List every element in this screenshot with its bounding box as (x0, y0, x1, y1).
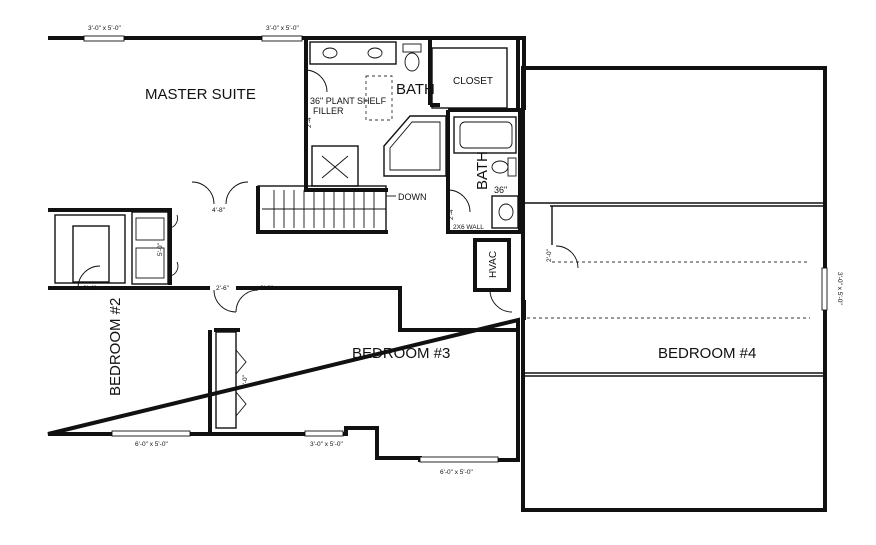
window-label: 6'-0" x 5'-0" (135, 441, 168, 448)
opening-label: 5'-0" (242, 374, 249, 388)
note-vanity-36: 36" (494, 185, 507, 195)
room-label-master-suite: MASTER SUITE (145, 86, 256, 103)
opening-label: 2'-4" (306, 114, 313, 128)
opening-label: 2'-4" (448, 206, 455, 220)
room-label-bedroom-2: BEDROOM #2 (107, 298, 124, 396)
sink-icon (498, 203, 514, 221)
note-2x6-wall: 2X6 WALL (453, 224, 484, 231)
bedroom4-block (521, 66, 827, 512)
window-label: 3'-0" x 5'-0" (88, 25, 121, 32)
opening-label: 4'-8" (212, 207, 226, 214)
room-label-closet: CLOSET (453, 76, 493, 87)
toilet-icon (491, 160, 509, 174)
windows (83, 35, 828, 463)
bathtub-icon (453, 116, 517, 154)
sink-icon (322, 47, 338, 59)
shower-icon (311, 145, 359, 187)
window-label: 3'-0" x 5'-0" (310, 441, 343, 448)
room-label-bedroom-3: BEDROOM #3 (352, 345, 450, 362)
window-label: 6'-0" x 5'-0" (440, 469, 473, 476)
bath-fixtures (262, 41, 519, 229)
window-label: 3'-0" x 5'-0" (266, 25, 299, 32)
note-down: DOWN (398, 192, 427, 202)
sink-icon (367, 47, 383, 59)
stair-treads (262, 190, 396, 228)
opening-label: 2'-4" (83, 285, 97, 292)
toilet-icon (404, 52, 420, 72)
room-label-bedroom-4: BEDROOM #4 (658, 345, 756, 362)
note-plant-shelf: 36" PLANT SHELF (310, 96, 387, 106)
room-label-hall-bath: BATH (474, 151, 491, 190)
corner-tub-icon (383, 115, 447, 177)
opening-label: 2'-6" (216, 285, 230, 292)
room-label-hvac: HVAC (488, 251, 499, 278)
note-filler: FILLER (313, 106, 344, 116)
interior-walls (48, 40, 522, 460)
opening-label: 2'-0" (546, 248, 553, 262)
opening-label: 5'-0" (157, 242, 164, 256)
labels: MASTER SUITE BATH CLOSET BATH BEDROOM #2… (83, 25, 843, 476)
window-label: 3'-0" x 5'-0" (836, 272, 843, 305)
room-label-master-bath: BATH (396, 81, 435, 98)
opening-label: 2'-6" (260, 285, 274, 292)
door-swings (77, 69, 579, 417)
